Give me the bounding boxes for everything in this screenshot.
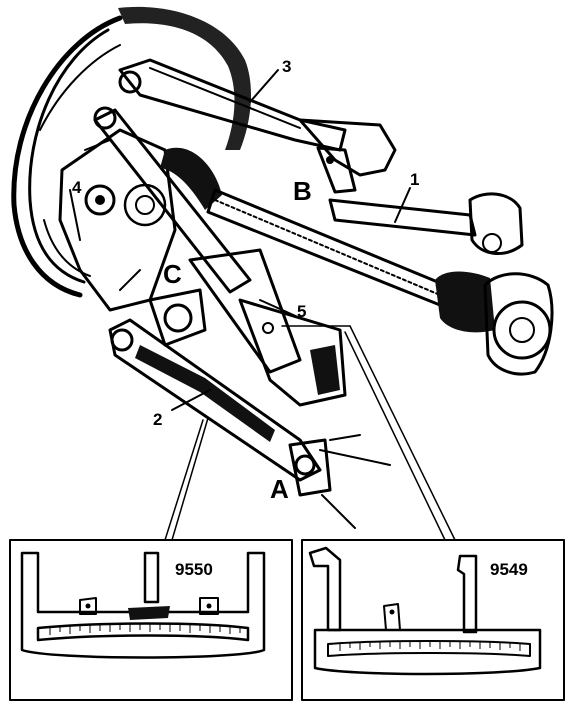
leader-lines (164, 69, 456, 541)
upper-control-arm (118, 58, 397, 194)
tool-code-9549: 9549 (490, 560, 528, 579)
callout-C: C (163, 259, 182, 289)
mount-A (288, 434, 391, 529)
callout-2: 2 (153, 410, 162, 429)
callout-4: 4 (72, 178, 82, 197)
trailing-link (93, 106, 252, 294)
callout-1: 1 (410, 170, 419, 189)
tool-panel-9549: 9549 (301, 539, 565, 701)
callout-5: 5 (297, 302, 306, 321)
scale-ticks-left (49, 624, 241, 635)
cross-link (188, 248, 347, 407)
scale-ticks-right (339, 641, 521, 651)
tool-panel-9550: 9550 (9, 539, 293, 701)
callout-3: 3 (282, 57, 291, 76)
callout-A: A (270, 474, 289, 504)
drive-shaft (160, 147, 554, 376)
lower-control-arm (108, 288, 322, 482)
hub-carrier (58, 128, 177, 312)
callout-B: B (293, 176, 312, 206)
toe-link-bush (328, 192, 524, 255)
brake-disc (11, 6, 252, 298)
tool-code-9550: 9550 (175, 560, 213, 579)
